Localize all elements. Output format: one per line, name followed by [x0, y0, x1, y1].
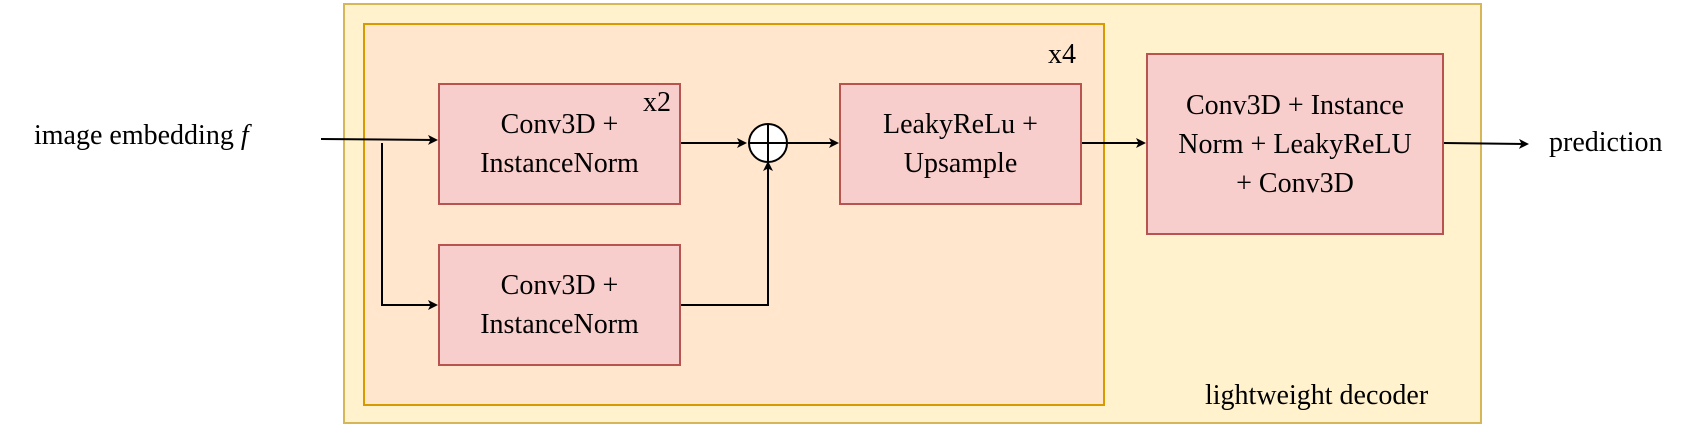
sum-node-icon	[748, 123, 788, 163]
block-repeat-label: x2	[643, 87, 671, 118]
output-label: prediction	[1549, 127, 1663, 158]
arrow-skip-block-to-sum	[681, 161, 773, 306]
prediction-head-block: Conv3D + Instance Norm + LeakyReLU + Con…	[1146, 53, 1444, 235]
arrow-input-to-main-block	[320, 134, 438, 145]
arrow-input-to-skip-block	[381, 143, 438, 310]
arrow-head-to-prediction	[1443, 138, 1529, 149]
input-label: image embedding f	[34, 119, 249, 153]
input-label-text: image embedding	[34, 120, 241, 151]
decoder-label: lightweight decoder	[1205, 380, 1429, 411]
stage-repeat-label: x4	[1048, 39, 1076, 70]
leakyrelu-upsample-block: LeakyReLu + Upsample	[839, 83, 1082, 205]
input-symbol: f	[240, 120, 249, 151]
conv3d-instancenorm-main-block: Conv3D + InstanceNorm	[438, 83, 681, 205]
conv3d-instancenorm-skip-block: Conv3D + InstanceNorm	[438, 244, 681, 366]
